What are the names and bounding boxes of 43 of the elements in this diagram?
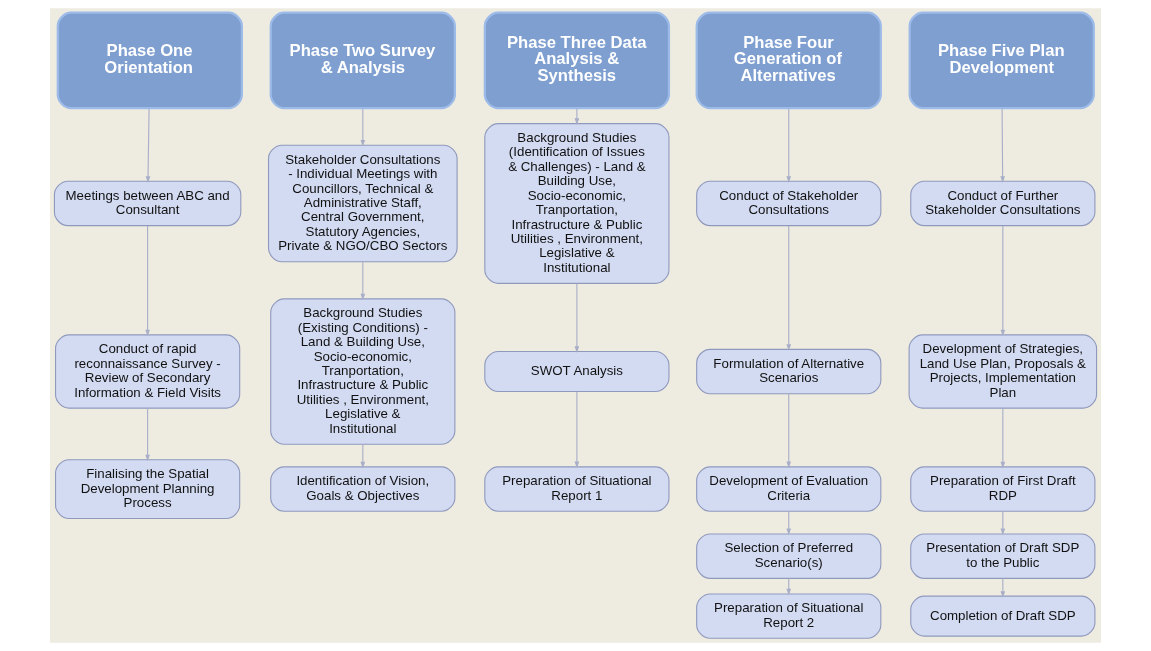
arrow	[360, 107, 366, 147]
node-box: Phase Two Survey & Analysis	[269, 11, 456, 110]
arrow	[1000, 510, 1006, 536]
node-box: Finalising the Spatial Development Planning Process	[55, 459, 241, 520]
arrow	[1000, 225, 1006, 337]
arrow	[360, 261, 366, 301]
arrow	[145, 407, 150, 462]
node-box: SWOT Analysis	[484, 351, 670, 393]
node-box: Conduct of rapid reconnaissance Survey - Review of Secondary Information & Field Visits	[55, 334, 241, 409]
node-box: Meetings between ABC and Consultant	[53, 180, 242, 227]
arrow	[574, 107, 580, 125]
arrow	[786, 577, 792, 596]
node-box: Conduct of Stakeholder Consultations	[696, 180, 882, 227]
node-box: Preparation of Situational Report 1	[484, 466, 670, 512]
arrow	[1000, 107, 1005, 183]
node-box: Selection of Preferred Scenario(s)	[696, 533, 882, 579]
arrow	[1000, 577, 1006, 598]
arrow	[786, 225, 792, 351]
node-box: Phase Three Data Analysis & Synthesis	[483, 11, 671, 110]
node-box: Development of Strategies, Land Use Plan, Proposals & Projects, Implementation Plan	[908, 334, 1098, 409]
node-box: Completion of Draft SDP	[910, 595, 1096, 637]
node-box: Presentation of Draft SDP to the Public	[910, 533, 1096, 579]
node-box: Stakeholder Consultations - Individual Meetings with Councillors, Technical & Administrative Staff, Central Government, Statutory Agencies, Private & NGO/CBO Sectors	[267, 144, 458, 263]
node-box: Phase Four Generation of Alternatives	[695, 11, 882, 110]
arrow	[786, 510, 792, 536]
node-box: Formulation of Alternative Scenarios	[696, 348, 882, 395]
node-box: Development of Evaluation Criteria	[696, 466, 882, 512]
node-box: Phase One Orientation	[56, 11, 243, 110]
arrow	[360, 443, 366, 469]
node-box: Phase Five Plan Development	[908, 11, 1095, 110]
node-box: Background Studies (Existing Conditions) - Land & Building Use, Socio-economic, Tranportation, Infrastructure & Public Utilities , Environment, Legislative & Institutional	[270, 298, 456, 445]
arrow	[574, 283, 580, 353]
node-box: Preparation of First Draft RDP	[910, 466, 1096, 512]
arrow	[786, 107, 792, 183]
node-box: Identification of Vision, Goals & Objectives	[270, 466, 456, 512]
arrow	[574, 391, 580, 469]
node-box: Background Studies (Identification of Issues & Challenges) - Land & Building Use, Socio-economic, Tranportation, Infrastructure & Public Utilities , Environment, Legislative & Institutional	[484, 123, 670, 284]
arrow	[145, 107, 151, 183]
arrow	[786, 393, 792, 469]
arrow	[1000, 407, 1006, 469]
node-box: Preparation of Situational Report 2	[696, 593, 882, 639]
arrow	[145, 225, 150, 337]
node-box: Conduct of Further Stakeholder Consultations	[910, 180, 1096, 227]
